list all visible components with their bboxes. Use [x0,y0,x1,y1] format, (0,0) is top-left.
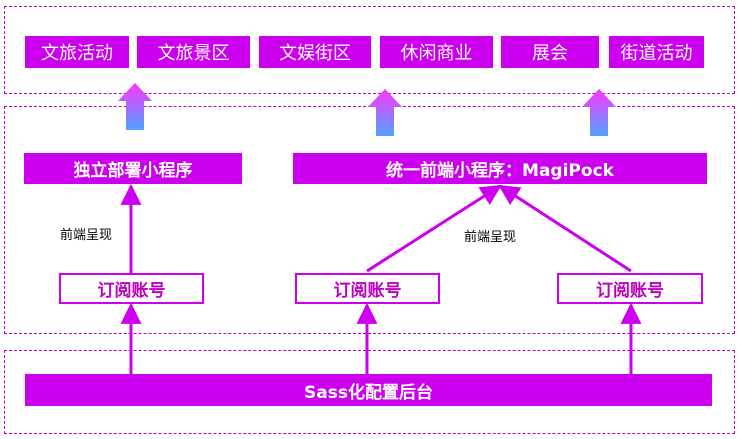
saas-config-backend-bar: Sass化配置后台 [25,374,712,406]
scenario-tag-leisure-commerce: 休闲商业 [380,36,493,68]
unified-miniprogram-bar: 统一前端小程序：MagiPock [293,153,707,184]
frontend-label: 前端呈现 [60,228,113,243]
up-arrow-icon [368,89,402,136]
subscription-box: 订阅账号 [557,273,703,304]
scenario-tag-culture-tourism-activity: 文旅活动 [25,36,129,68]
scenario-tag-street-activity: 街道活动 [609,36,704,68]
scenario-tag-exhibition: 展会 [501,36,599,68]
subscription-box: 订阅账号 [59,273,204,304]
scenario-group [4,6,735,94]
scenario-tag-entertainment-street: 文娱街区 [259,36,371,68]
frontend-label: 前端呈现 [464,230,517,245]
up-arrow-icon [118,83,152,130]
subscription-box: 订阅账号 [295,273,440,304]
scenario-tag-culture-tourism-scenic: 文旅景区 [137,36,250,68]
up-arrow-icon [582,89,616,136]
connector-sub-unified-left [366,184,502,273]
independent-miniprogram-bar: 独立部署小程序 [24,153,242,184]
backend-group [4,350,735,434]
connector-sub-unified-right [498,184,632,273]
